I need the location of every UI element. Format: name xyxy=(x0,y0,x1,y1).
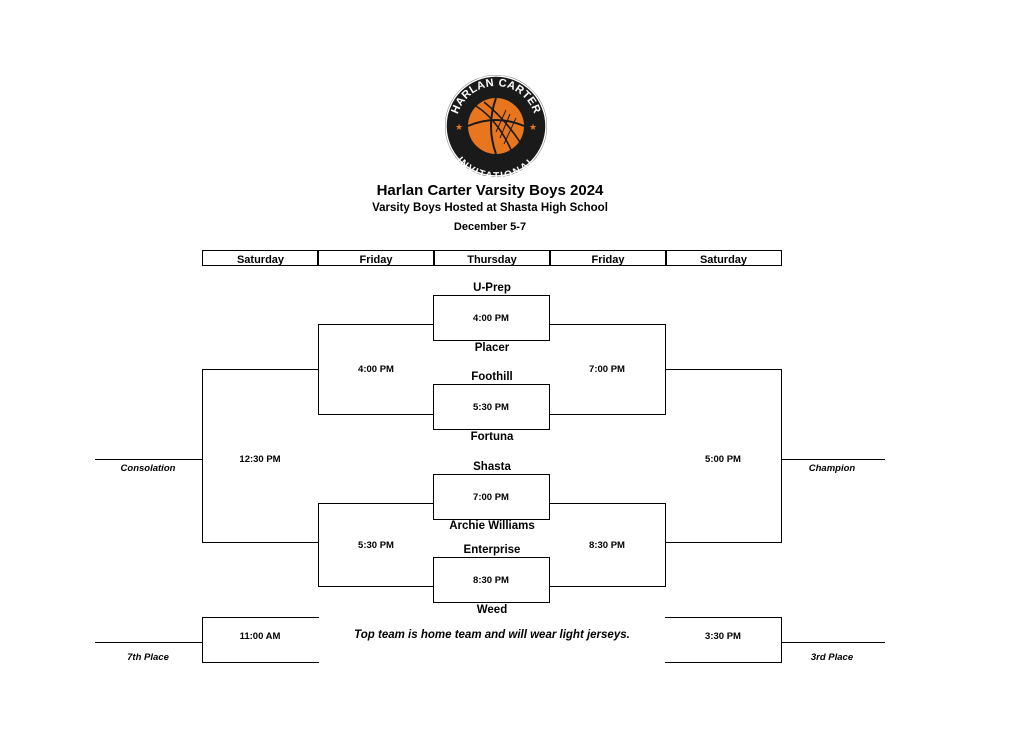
label-consolation: Consolation xyxy=(120,463,176,474)
seventh-place-line xyxy=(95,642,203,643)
bracket-right-bottom xyxy=(549,503,666,587)
time-right-bottom: 8:30 PM xyxy=(589,540,625,551)
team-archie-williams: Archie Williams xyxy=(449,520,535,532)
star-icon: ★ xyxy=(529,123,537,133)
basketball-icon xyxy=(468,98,524,154)
game-box-4 xyxy=(433,557,550,603)
consolation-line xyxy=(95,459,203,460)
label-seventh-place: 7th Place xyxy=(127,652,169,663)
time-seventh-place: 11:00 AM xyxy=(239,631,281,642)
label-champion: Champion xyxy=(808,463,856,474)
game-box-3 xyxy=(433,474,550,520)
harlan-carter-logo: HARLAN CARTER INVITATIONAL ★ ★ xyxy=(445,75,547,178)
time-championship: 5:00 PM xyxy=(705,454,741,465)
time-left-bottom: 5:30 PM xyxy=(358,540,394,551)
team-weed: Weed xyxy=(476,604,508,616)
team-placer: Placer xyxy=(474,342,510,354)
day-header-saturday-right: Saturday xyxy=(665,250,782,266)
time-third-place: 3:30 PM xyxy=(705,631,741,642)
day-header-friday-left: Friday xyxy=(317,250,435,266)
bracket-seventh xyxy=(202,617,319,663)
bracket-third xyxy=(665,617,782,663)
champion-line xyxy=(781,459,885,460)
third-place-line xyxy=(781,642,885,643)
page-subtitle: Varsity Boys Hosted at Shasta High Schoo… xyxy=(372,202,608,214)
team-shasta: Shasta xyxy=(473,461,511,473)
time-left-top: 4:00 PM xyxy=(358,364,394,375)
time-game-1: 4:00 PM xyxy=(473,313,509,324)
team-u-prep: U-Prep xyxy=(473,282,511,294)
bracket-championship xyxy=(665,369,782,543)
time-game-3: 7:00 PM xyxy=(473,492,509,503)
time-game-4: 8:30 PM xyxy=(473,575,509,586)
time-game-2: 5:30 PM xyxy=(473,402,509,413)
star-icon: ★ xyxy=(455,123,463,133)
bracket-consolation xyxy=(202,369,319,543)
day-header-thursday: Thursday xyxy=(433,250,551,266)
label-third-place: 3rd Place xyxy=(810,652,854,663)
team-fortuna: Fortuna xyxy=(470,431,514,443)
home-team-note: Top team is home team and will wear ligh… xyxy=(354,629,630,641)
game-box-2 xyxy=(433,384,550,430)
page-title: Harlan Carter Varsity Boys 2024 xyxy=(376,182,604,199)
game-box-1 xyxy=(433,295,550,341)
time-consolation: 12:30 PM xyxy=(239,454,281,465)
team-enterprise: Enterprise xyxy=(463,544,521,556)
day-header-friday-right: Friday xyxy=(549,250,667,266)
team-foothill: Foothill xyxy=(471,371,513,383)
time-right-top: 7:00 PM xyxy=(589,364,625,375)
day-header-saturday-left: Saturday xyxy=(202,250,319,266)
event-dates: December 5-7 xyxy=(453,221,527,233)
bracket-left-bottom xyxy=(318,503,434,587)
